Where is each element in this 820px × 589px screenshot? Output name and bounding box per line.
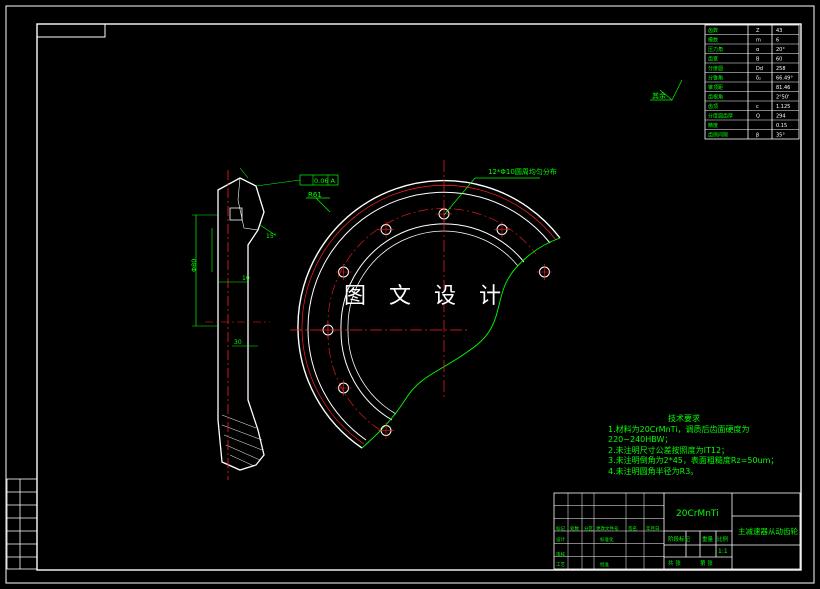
tb-mark: 标记 (556, 525, 565, 532)
param-value: 0.15 (776, 123, 787, 129)
section-view (192, 167, 339, 480)
dim-small: 10 (242, 275, 250, 282)
param-symbol: α (756, 47, 760, 53)
param-value: 81.46 (776, 85, 790, 91)
tb-sign: 签名 (628, 525, 637, 532)
tb-date: 年月日 (646, 525, 660, 532)
tb-weight: 重量 (702, 535, 714, 543)
param-value: 6 (776, 37, 779, 43)
scale-value: 1:1 (718, 548, 728, 555)
outer-frame (5, 5, 815, 584)
param-symbol: Z (756, 28, 760, 34)
dim-side: Φ80 (190, 259, 198, 272)
watermark-text: 图 文 设 计 (344, 284, 509, 309)
param-value: 35° (776, 132, 785, 138)
tb-scale: 比例 (717, 535, 729, 543)
tb-process: 工艺 (556, 562, 565, 568)
param-value: 2°50' (776, 94, 789, 100)
param-value: 60 (776, 56, 782, 62)
dim-angle: 15° (266, 233, 277, 240)
param-value: 294 (776, 113, 786, 119)
param-symbol: Dd (756, 66, 763, 72)
surface-note: 其余 (652, 91, 666, 100)
param-name: 齿侧间隙 (708, 131, 728, 138)
tb-stage: 阶段标记 (668, 535, 691, 543)
tb-zone: 分区 (584, 525, 593, 532)
tech-requirement-3: 3.未注明倒角为2*45，表面粗糙度Rz=50um； (608, 456, 779, 465)
dim-bottom: 30 (234, 339, 242, 346)
param-name: 精度 (708, 122, 718, 129)
tb-standard: 标准化 (600, 536, 614, 543)
tech-requirements-title: 技术要求 (668, 414, 700, 423)
param-name: 齿根角 (708, 93, 723, 100)
param-value: 258 (776, 66, 786, 72)
left-margin-table (6, 478, 38, 570)
tb-count: 处数 (570, 525, 579, 532)
param-name: 分度圆齿厚 (708, 112, 733, 119)
tolerance-label: 0.06 A (314, 177, 336, 185)
center-lines (290, 160, 470, 400)
param-name: 模数 (708, 36, 718, 43)
gear-front-view (297, 179, 561, 449)
radius-label: R61 (308, 191, 322, 199)
tech-requirements: 技术要求 1.材料为20CrMnTi，调质后齿面硬度为 220~240HBW； … (608, 414, 808, 477)
param-value: 1.125 (776, 104, 790, 110)
param-symbol: B (756, 56, 760, 62)
holes-note: 12*Φ10圆周均匀分布 (488, 167, 557, 176)
param-value: 20° (776, 47, 785, 53)
param-name: 齿宽 (708, 55, 718, 62)
param-symbol: c (756, 104, 759, 110)
param-table-rows: 齿数 Z 43 模数 m 6 压力角 α 20° 齿宽 B 60 分度圆 Dd 258 分锥角 δ₂ 66.49°… (705, 27, 799, 138)
tech-requirement-4: 4.未注明圆角半径为R3。 (608, 466, 699, 476)
param-name: 齿数 (708, 27, 718, 34)
title-block-grid (554, 493, 664, 569)
tb-change: 更改文件号 (596, 525, 619, 532)
param-value: 66.49° (776, 75, 793, 81)
tb-sheet: 共 张 (668, 559, 681, 567)
tb-check: 审核 (556, 551, 565, 558)
param-name: 分锥角 (708, 74, 723, 81)
inner-frame (36, 23, 802, 571)
material-label: 20CrMnTi (676, 509, 719, 519)
param-symbol: δ₂ (756, 75, 761, 81)
tb-approve: 批准 (600, 561, 609, 568)
corner-tag (36, 23, 106, 38)
param-name: 锥顶距 (708, 84, 723, 91)
param-symbol: m (756, 37, 761, 43)
param-symbol: β (756, 132, 759, 138)
tech-requirement-1: 1.材料为20CrMnTi，调质后齿面硬度为 220~240HBW； (608, 424, 750, 445)
part-name: 主减速器从动齿轮 (738, 526, 798, 536)
tb-sheet-no: 第 张 (700, 559, 713, 567)
break-line (361, 237, 561, 449)
param-name: 齿顶 (708, 104, 718, 110)
tech-requirement-2: 2.未注明尺寸公差按照度为IT12； (608, 445, 730, 455)
tb-design: 设计 (556, 536, 565, 543)
param-value: 43 (776, 28, 782, 34)
param-symbol: Q (756, 113, 760, 119)
bolt-holes (320, 206, 553, 439)
leaders (306, 79, 683, 216)
param-name: 分度圆 (708, 65, 723, 72)
param-name: 压力角 (708, 46, 723, 53)
